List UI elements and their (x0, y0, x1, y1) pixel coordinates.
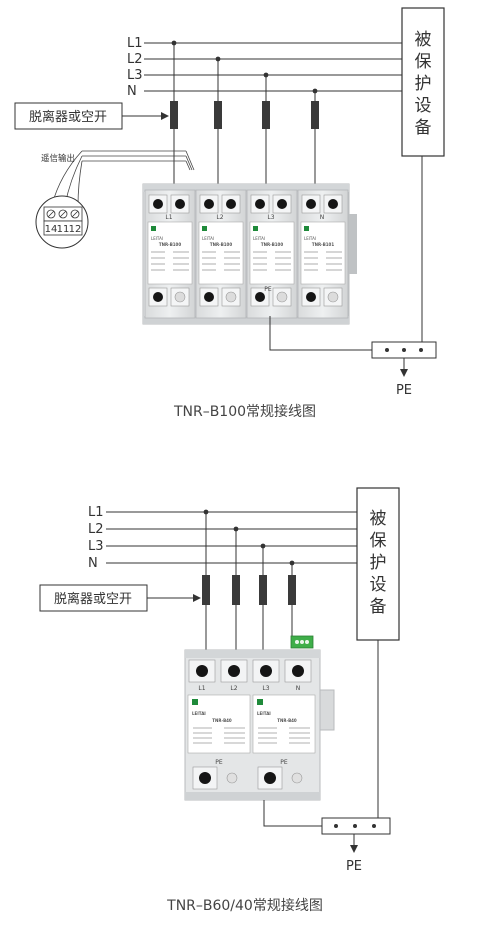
module-label: L2 (216, 214, 223, 221)
line-label-l3-2: L3 (88, 539, 104, 554)
protected-device-box (401, 7, 445, 157)
svg-text:护: 护 (370, 553, 387, 573)
svg-text:被: 被 (370, 509, 387, 529)
svg-text:护: 护 (415, 74, 432, 94)
brand-label: LEITAI (192, 711, 206, 716)
model-label: TNR-B100 (159, 242, 181, 247)
svg-text:被: 被 (415, 30, 432, 50)
svg-text:保: 保 (370, 531, 387, 551)
module-label: N (320, 214, 325, 221)
module-label: L1 (165, 214, 172, 221)
ground-label-2: PE (346, 859, 362, 874)
line-label-l1: L1 (127, 36, 143, 51)
fuse-group-1 (170, 101, 319, 129)
pe-label: PE (280, 759, 288, 766)
breaker-label-box-2 (39, 584, 148, 612)
brand-label: LEITAI (257, 711, 271, 716)
protected-device-box-2 (356, 487, 400, 641)
brand-label: LEITAI (253, 236, 265, 241)
protected-device-text-2: 被 保 护 设 备 (370, 509, 387, 617)
module-label: N (296, 685, 301, 692)
model-label: TNR-B101 (312, 242, 334, 247)
line-label-l1-2: L1 (88, 505, 104, 520)
diagram-1: 被 保 护 设 备 L1 L2 L3 N (14, 7, 445, 420)
model-label: TNR-B40 (212, 718, 232, 723)
pe-label: PE (215, 759, 223, 766)
model-label: TNR-B40 (277, 718, 297, 723)
remote-signal-label: 遥信输出 (41, 153, 75, 164)
diagram-2: 被 保 护 设 备 L1 L2 L3 N (39, 487, 400, 914)
svg-text:保: 保 (415, 52, 432, 72)
brand-label: LEITAI (202, 236, 214, 241)
terminal-12: 12 (69, 224, 82, 235)
breaker-label-box (14, 102, 123, 130)
ground-label-1: PE (396, 383, 412, 398)
line-label-n-2: N (88, 556, 98, 571)
terminal-11: 11 (57, 224, 70, 235)
svg-text:设: 设 (415, 96, 432, 116)
breaker-label: 脱离器或空开 (29, 109, 107, 125)
model-label: TNR-B100 (261, 242, 283, 247)
pe-module-label: PE (264, 286, 272, 293)
brand-label: LEITAI (304, 236, 316, 241)
svg-text:备: 备 (415, 118, 432, 138)
svg-text:备: 备 (370, 597, 387, 617)
module-label: L2 (230, 685, 237, 692)
line-label-n: N (127, 84, 137, 99)
line-label-l2-2: L2 (88, 522, 104, 537)
bus-lines-1 (144, 42, 402, 92)
brand-label: LEITAI (151, 236, 163, 241)
line-label-l2: L2 (127, 52, 143, 67)
module-label: L3 (262, 685, 269, 692)
protected-device-text: 被 保 护 设 备 (415, 30, 432, 138)
caption-1: TNR–B100常规接线图 (173, 403, 316, 420)
terminal-14: 14 (45, 224, 58, 235)
spd-device-1: L1LEITAITNR-B100L2LEITAITNR-B100L3LEITAI… (142, 183, 357, 325)
breaker-label-2: 脱离器或空开 (54, 591, 132, 607)
model-label: TNR-B100 (210, 242, 232, 247)
svg-text:设: 设 (370, 575, 387, 595)
module-label: L3 (267, 214, 274, 221)
module-label: L1 (198, 685, 205, 692)
line-label-l3: L3 (127, 68, 143, 83)
caption-2: TNR–B60/40常规接线图 (166, 897, 323, 914)
